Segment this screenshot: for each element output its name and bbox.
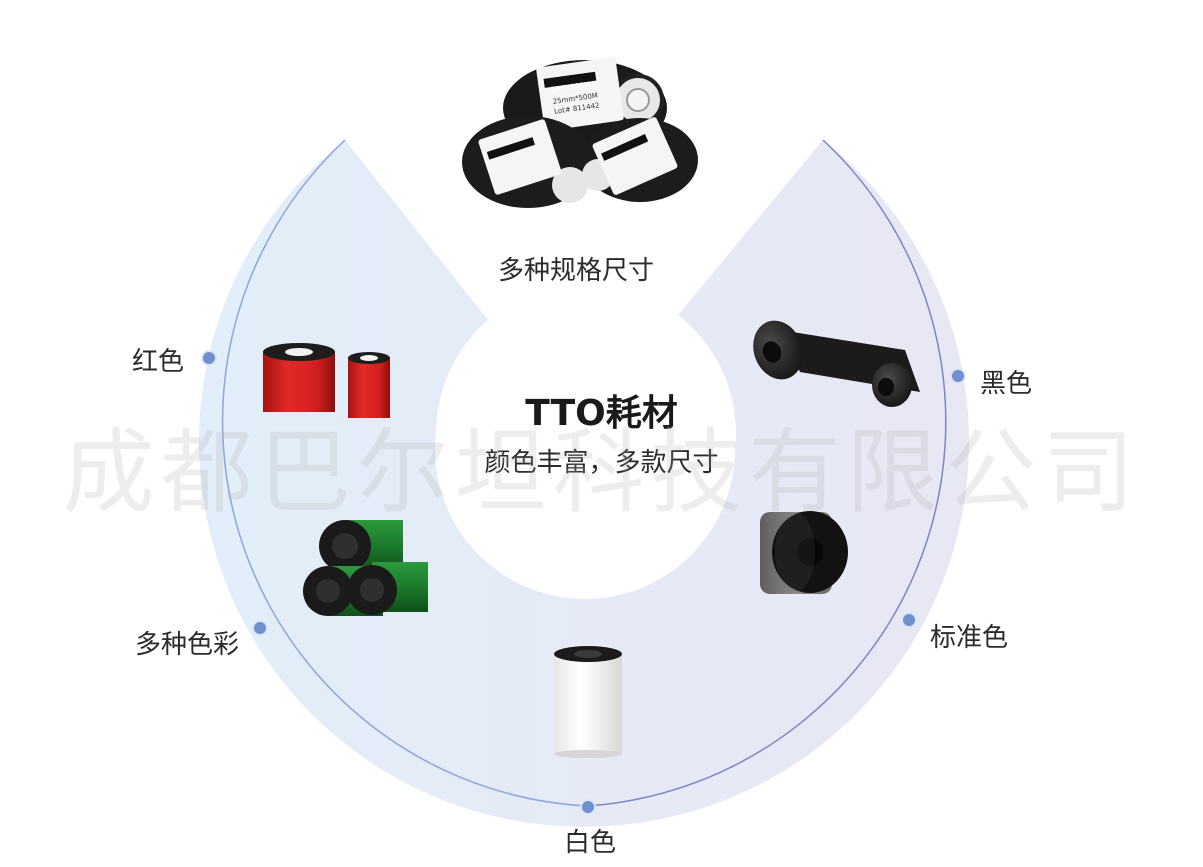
red-rolls-image — [263, 343, 390, 418]
dot-black — [952, 370, 964, 382]
dot-standard — [903, 614, 915, 626]
gray-roll-image — [760, 511, 848, 594]
dot-white — [582, 801, 594, 813]
center-subtitle: 颜色丰富，多款尺寸 — [484, 448, 719, 478]
center-title: TTO耗材 — [525, 393, 678, 434]
label-multicolor: 多种色彩 — [135, 630, 240, 660]
ring-sector — [199, 140, 970, 827]
dot-multicolor — [254, 622, 266, 634]
white-roll-image — [554, 646, 622, 758]
label-standard: 标准色 — [930, 623, 1009, 653]
ribbon-rolls-image — [462, 57, 698, 208]
ring-border-left — [221, 139, 588, 807]
label-white: 白色 — [564, 828, 617, 858]
green-rolls-image — [303, 520, 428, 616]
dot-red — [203, 352, 215, 364]
label-sizes: 多种规格尺寸 — [498, 256, 655, 286]
ring-border-right — [586, 139, 947, 807]
black-ribbon-image — [753, 320, 920, 407]
label-red: 红色 — [132, 347, 185, 377]
label-black: 黑色 — [980, 369, 1033, 399]
